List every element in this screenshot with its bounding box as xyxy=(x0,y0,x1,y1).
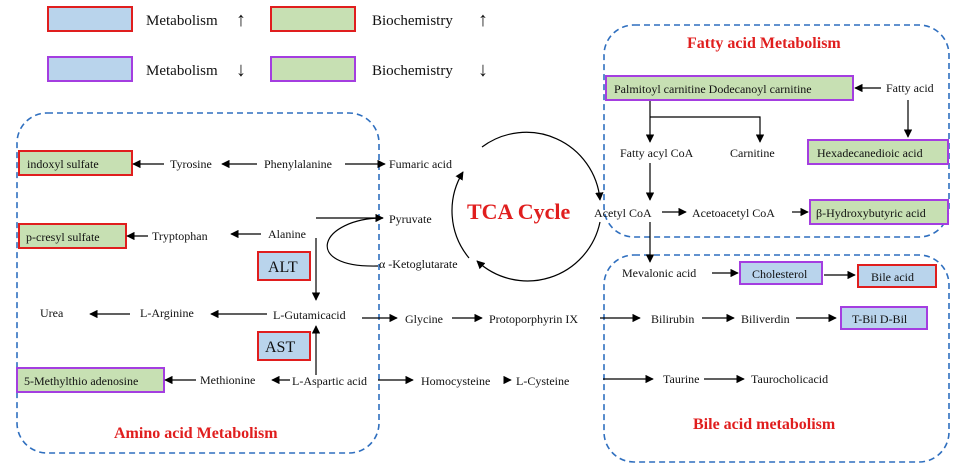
box-alt-text: ALT xyxy=(268,259,298,276)
tca-cycle-arc-top xyxy=(481,131,604,201)
box-tbil-dbil xyxy=(840,306,928,330)
label-ketoglutarate: α -Ketoglutarate xyxy=(379,257,458,271)
legend-down-arrow: ↓ xyxy=(236,59,246,81)
box-cholesterol-text: Cholesterol xyxy=(752,267,808,281)
legend-swatch-biochemistry-up xyxy=(270,6,356,32)
region-bile-acid xyxy=(603,254,950,463)
label-tryptophan: Tryptophan xyxy=(152,229,208,243)
box-indoxyl-sulfate xyxy=(18,150,133,176)
region-title-amino: Amino acid Metabolism xyxy=(114,425,278,442)
legend-label-metabolism-up: Metabolism xyxy=(146,13,218,29)
box-bile-acid-text: Bile acid xyxy=(871,270,914,284)
box-hydroxybutyric-acid xyxy=(809,199,949,225)
tca-cycle-arc-bottom xyxy=(476,221,601,282)
box-p-cresyl-sulfate xyxy=(18,223,127,249)
label-acetoacetyl-coa: Acetoacetyl CoA xyxy=(692,206,775,220)
legend: Metabolism ↑ Biochemistry ↑ Metabolism ↓… xyxy=(47,6,488,82)
region-title-bile: Bile acid metabolism xyxy=(693,416,836,433)
label-tyrosine: Tyrosine xyxy=(170,157,212,171)
legend-label-biochemistry-up: Biochemistry xyxy=(372,13,453,29)
legend-label-metabolism-down: Metabolism xyxy=(146,63,218,79)
legend-swatch-biochemistry-down xyxy=(270,56,356,82)
label-l-aspartic-acid: L-Aspartic acid xyxy=(292,374,367,388)
box-5-methylthio-adenosine xyxy=(16,367,165,393)
legend-swatch-metabolism-down xyxy=(47,56,133,82)
legend-up-arrow-2: ↑ xyxy=(478,9,488,31)
label-biliverdin: Biliverdin xyxy=(741,312,790,326)
box-tbil-dbil-text: T-Bil D-Bil xyxy=(852,312,908,326)
label-l-gutamicacid: L-Gutamicacid xyxy=(273,308,346,322)
label-urea: Urea xyxy=(40,306,64,320)
label-taurine: Taurine xyxy=(663,372,699,386)
box-5-methylthio-adenosine-text: 5-Methylthio adenosine xyxy=(24,374,138,388)
tca-cycle-arc-left xyxy=(451,171,470,259)
legend-up-arrow: ↑ xyxy=(236,9,246,31)
label-carnitine: Carnitine xyxy=(730,146,775,160)
box-hexadecanedioic-acid xyxy=(807,139,949,165)
label-methionine: Methionine xyxy=(200,373,255,387)
arrow-palmitoyl-to-carnitine xyxy=(650,116,765,143)
label-pyruvate: Pyruvate xyxy=(389,212,432,226)
box-indoxyl-sulfate-text: indoxyl sulfate xyxy=(27,157,99,171)
label-fatty-acid: Fatty acid xyxy=(886,81,934,95)
label-homocysteine: Homocysteine xyxy=(421,374,490,388)
arrow-pyruvate-to-ketoglutarate-loop xyxy=(326,217,384,267)
box-ast xyxy=(257,331,311,361)
tca-cycle-label: TCA Cycle xyxy=(467,199,571,224)
box-bile-acid xyxy=(857,264,937,288)
region-amino-acid xyxy=(16,112,380,454)
label-fumaric-acid: Fumaric acid xyxy=(389,157,452,171)
box-alt xyxy=(257,251,311,281)
box-palmitoyl-carnitine-text: Palmitoyl carnitine Dodecanoyl carnitine xyxy=(614,82,812,96)
region-fatty-acid xyxy=(603,24,950,238)
label-mevalonic-acid: Mevalonic acid xyxy=(622,266,696,280)
label-protoporphyrin: Protoporphyrin IX xyxy=(489,312,578,326)
box-hydroxybutyric-acid-text: β-Hydroxybutyric acid xyxy=(816,206,926,220)
box-palmitoyl-carnitine xyxy=(605,75,854,101)
label-l-arginine: L-Arginine xyxy=(140,306,194,320)
label-phenylalanine: Phenylalanine xyxy=(264,157,332,171)
box-hexadecanedioic-acid-text: Hexadecanedioic acid xyxy=(817,146,923,160)
label-acetyl-coa: Acetyl CoA xyxy=(594,206,652,220)
legend-label-biochemistry-down: Biochemistry xyxy=(372,63,453,79)
legend-swatch-metabolism-up xyxy=(47,6,133,32)
label-l-cysteine: L-Cysteine xyxy=(516,374,569,388)
region-title-fatty: Fatty acid Metabolism xyxy=(687,35,841,52)
box-cholesterol xyxy=(739,261,823,285)
label-alanine: Alanine xyxy=(268,227,306,241)
label-fatty-acyl-coa: Fatty acyl CoA xyxy=(620,146,694,160)
label-bilirubin: Bilirubin xyxy=(651,312,694,326)
box-p-cresyl-sulfate-text: p-cresyl sulfate xyxy=(26,230,100,244)
label-taurocholicacid: Taurocholicacid xyxy=(751,372,828,386)
label-glycine: Glycine xyxy=(405,312,443,326)
box-ast-text: AST xyxy=(265,339,295,356)
legend-down-arrow-2: ↓ xyxy=(478,59,488,81)
